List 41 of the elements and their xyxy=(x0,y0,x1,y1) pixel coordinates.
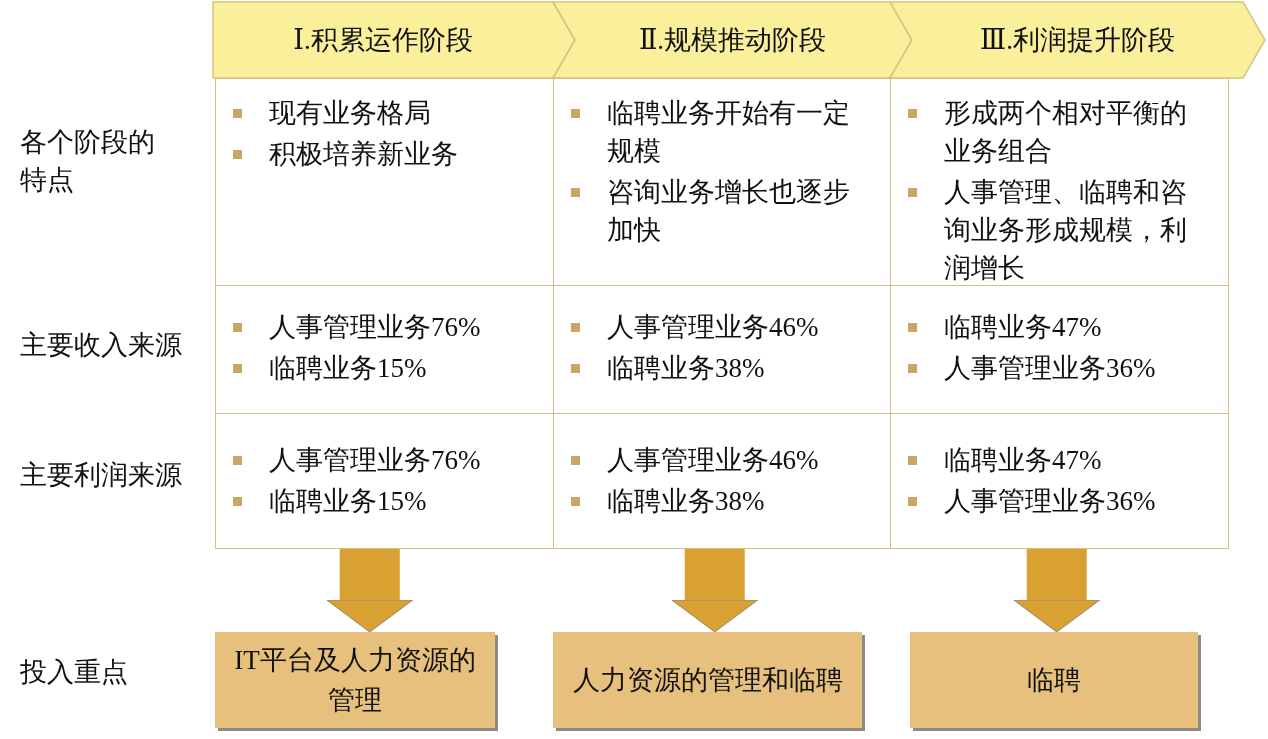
bullet-text: 积极培养新业务 xyxy=(269,138,458,171)
bullet-text: 临聘业务38% xyxy=(607,485,765,518)
stage-header-banner xyxy=(213,2,575,78)
focus-box xyxy=(910,632,1198,728)
table-cell xyxy=(215,413,554,549)
bullet-text: 咨询业务增长也逐步加快 xyxy=(607,176,851,247)
focus-box xyxy=(553,632,862,728)
bullet-text: 人事管理业务36% xyxy=(944,485,1156,518)
table-cell xyxy=(215,78,554,286)
bullet-text: 人事管理业务46% xyxy=(607,444,819,477)
row-label: 各个阶段的特点 xyxy=(20,126,156,197)
bullet-text: 临聘业务15% xyxy=(269,485,427,518)
row-label: 主要利润来源 xyxy=(20,459,182,492)
row-label: 投入重点 xyxy=(20,656,128,689)
table-cell xyxy=(890,78,1229,286)
bullet-text: 临聘业务15% xyxy=(269,352,427,385)
bullet-text: 人事管理业务76% xyxy=(269,444,481,477)
bullet-text: 人事管理业务46% xyxy=(607,311,819,344)
box-text: 人力资源的管理和临聘 xyxy=(572,664,843,697)
box-text: 临聘 xyxy=(1027,664,1081,697)
bullet-text: 现有业务格局 xyxy=(269,97,431,130)
block-arrow xyxy=(326,549,414,633)
bullet-text: 人事管理业务36% xyxy=(944,352,1156,385)
focus-box xyxy=(215,632,495,728)
box-text: IT平台及人力资源的管理 xyxy=(233,644,477,717)
table-cell xyxy=(890,413,1229,549)
block-arrow xyxy=(671,549,759,633)
block-arrow xyxy=(1013,549,1101,633)
bullet-text: 临聘业务47% xyxy=(944,311,1102,344)
stage-header-banner xyxy=(890,2,1265,78)
stage-title: Ⅰ.积累运作阶段 xyxy=(293,24,473,57)
stage-title: Ⅲ.利润提升阶段 xyxy=(980,24,1175,57)
stage-header-banner xyxy=(553,2,912,78)
bullet-text: 人事管理业务76% xyxy=(269,311,481,344)
bullet-text: 临聘业务38% xyxy=(607,352,765,385)
stage-title: Ⅱ.规模推动阶段 xyxy=(638,24,827,57)
bullet-text: 临聘业务开始有一定规模 xyxy=(607,97,851,168)
bullet-text: 人事管理、临聘和咨询业务形成规模，利润增长 xyxy=(944,176,1188,285)
bullet-text: 形成两个相对平衡的业务组合 xyxy=(944,97,1188,168)
bullet-text: 临聘业务47% xyxy=(944,444,1102,477)
row-label: 主要收入来源 xyxy=(20,329,182,362)
